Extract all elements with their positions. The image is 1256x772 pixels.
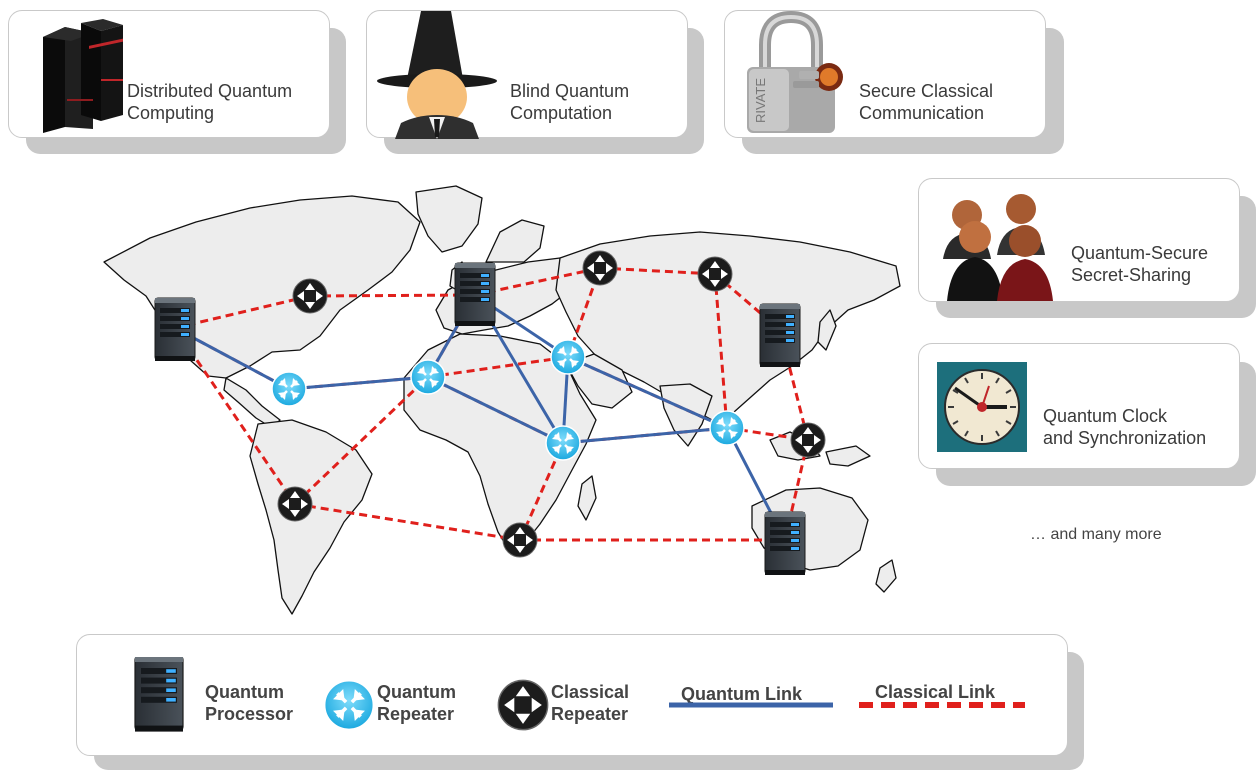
quantum-processor-node xyxy=(759,303,801,368)
quantum-processor-node xyxy=(454,262,496,327)
more-applications-text: … and many more xyxy=(1030,526,1162,543)
classical-repeater-node xyxy=(697,256,733,292)
quantum-repeater-node xyxy=(270,370,308,408)
classical-repeater-node xyxy=(277,486,313,522)
server-tower-icon xyxy=(43,19,123,133)
padlock-icon: RIVATE xyxy=(747,11,843,133)
classical-repeater-legend-icon xyxy=(497,679,549,731)
legend-label-classical-link: Classical Link xyxy=(875,682,996,702)
classical-link-swatch xyxy=(859,702,1025,708)
quantum-repeater-legend-icon xyxy=(323,679,375,731)
quantum-link-swatch xyxy=(669,702,833,708)
legend-label-quantum-link: Quantum Link xyxy=(681,684,802,704)
classical-repeater-node xyxy=(582,250,618,286)
svg-text:RIVATE: RIVATE xyxy=(753,78,768,123)
classical-repeater-node xyxy=(292,278,328,314)
spy-icon xyxy=(377,11,497,139)
clock-icon xyxy=(937,362,1027,452)
classical-repeater-node xyxy=(790,422,826,458)
quantum-processor-node xyxy=(764,511,806,576)
classical-repeater-node xyxy=(502,522,538,558)
quantum-processor-node xyxy=(154,297,196,362)
quantum-repeater-node xyxy=(409,358,447,396)
quantum-repeater-node xyxy=(549,338,587,376)
quantum-repeater-node xyxy=(708,409,746,447)
quantum-processor-legend-icon xyxy=(134,657,184,733)
people-group-icon xyxy=(943,194,1053,301)
quantum-repeater-node xyxy=(544,424,582,462)
